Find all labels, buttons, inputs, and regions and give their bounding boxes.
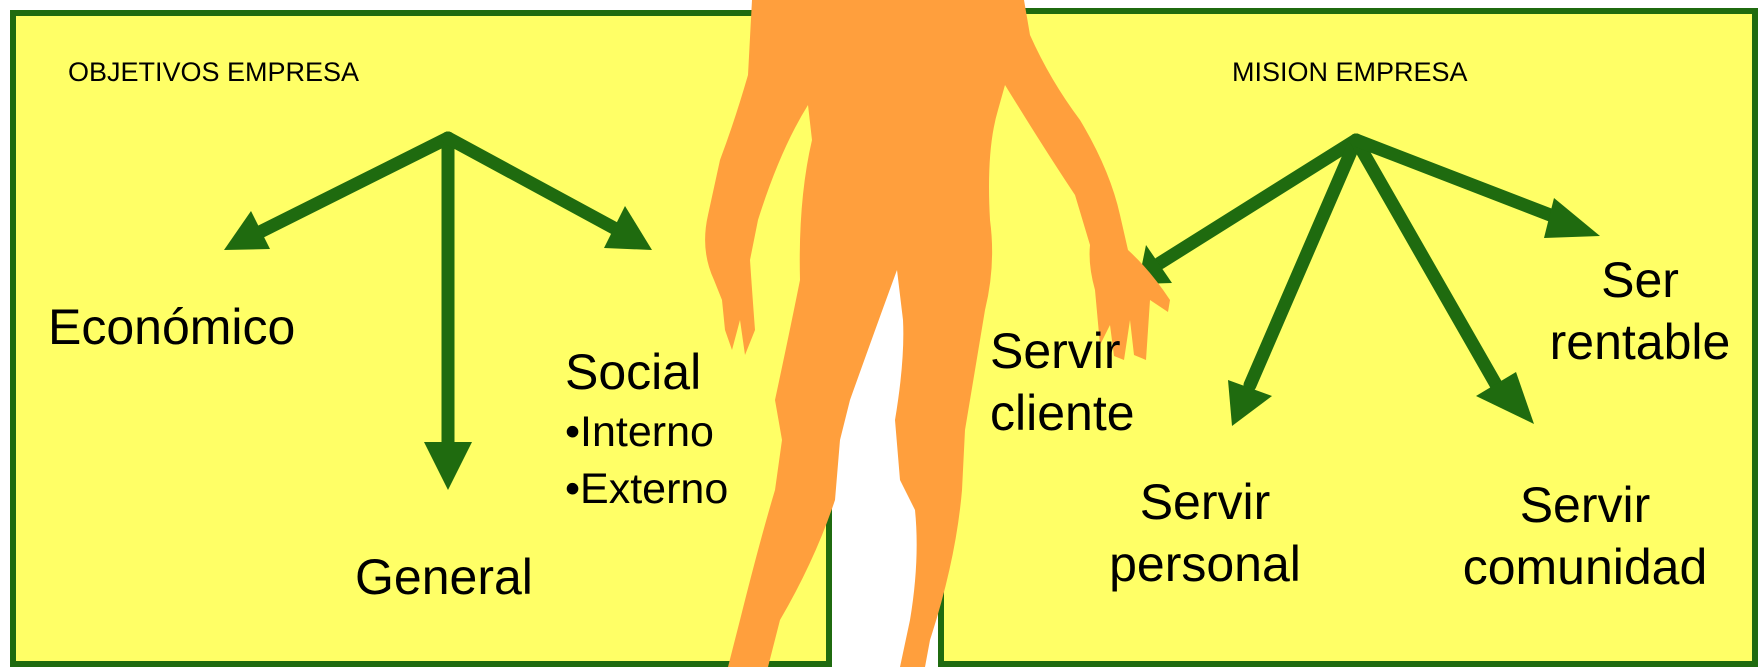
label-servir-comunidad-line1: Servir: [1519, 477, 1651, 533]
human-figure-silhouette: [705, 0, 1170, 667]
social-item-externo: •Externo: [565, 465, 729, 513]
objetivos-panel: [10, 10, 832, 667]
label-servir-personal-line2: personal: [1109, 536, 1301, 592]
label-ser-rentable-line1: Ser: [1601, 252, 1679, 308]
arrow-to-servir-personal: [1243, 133, 1363, 392]
arrow-to-economico: [251, 131, 455, 240]
mision-title: MISION EMPRESA: [1232, 57, 1468, 87]
arrow-to-servir-cliente: [1153, 133, 1363, 270]
arrowhead-servir-comunidad: [1476, 372, 1534, 424]
label-general: General: [355, 549, 533, 605]
objetivos-title: OBJETIVOS EMPRESA: [68, 57, 360, 87]
label-servir-cliente-line1: Servir: [990, 323, 1121, 379]
arrowhead-general: [424, 442, 472, 490]
label-servir-cliente-line2: cliente: [990, 385, 1135, 441]
label-ser-rentable-line2: rentable: [1549, 314, 1731, 370]
arrowhead-ser-rentable: [1544, 198, 1600, 238]
label-economico: Económico: [48, 299, 296, 355]
arrowhead-servir-personal: [1228, 380, 1272, 426]
label-servir-personal-line1: Servir: [1139, 474, 1271, 530]
arrowhead-social: [604, 206, 652, 250]
arrow-to-social: [441, 131, 621, 235]
social-item-interno: •Interno: [565, 408, 714, 456]
label-servir-comunidad-line2: comunidad: [1462, 539, 1708, 595]
arrow-to-servir-comunidad: [1349, 133, 1505, 395]
arrow-to-ser-rentable: [1349, 133, 1565, 225]
arrowhead-economico: [224, 211, 270, 250]
label-social: Social: [565, 344, 702, 400]
